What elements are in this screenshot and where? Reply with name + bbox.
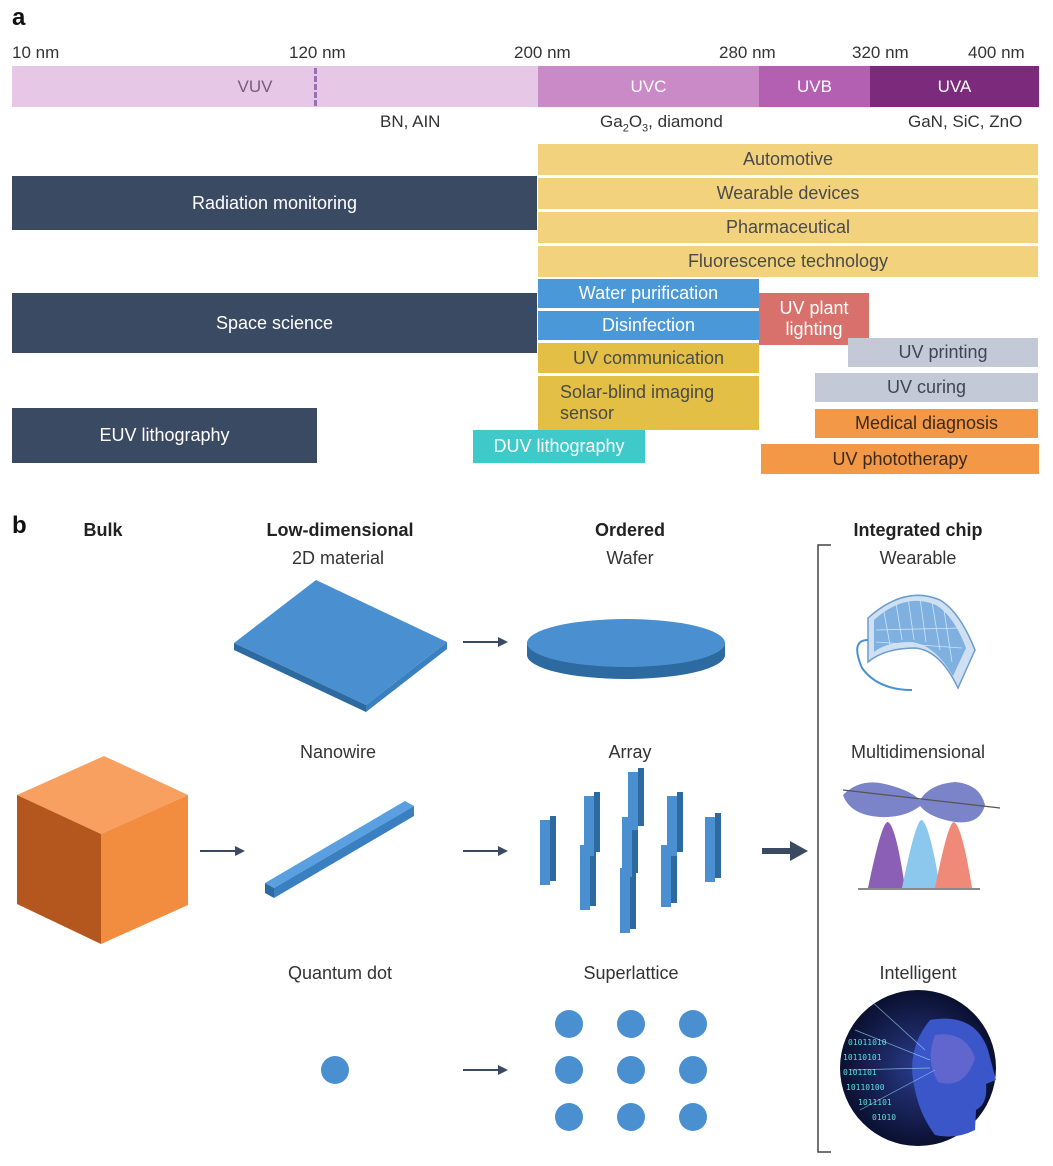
intelligent-brain-icon: 01011010 10110101 0101101 10110100 10111…	[840, 990, 996, 1146]
app-automotive: Automotive	[538, 144, 1038, 175]
column-low-dimensional: Low-dimensional	[266, 520, 414, 540]
band-uvb-label: UVB	[797, 76, 832, 96]
quantum-dot-icon	[321, 1056, 349, 1084]
app-uv-communication: UV communication	[538, 343, 759, 373]
multidimensional-icon	[842, 782, 1001, 890]
panel-a-label: a	[12, 4, 26, 31]
label-intelligent: Intelligent	[879, 963, 957, 983]
band-uva-label: UVA	[937, 76, 972, 96]
app-space-science: Space science	[12, 293, 537, 353]
label-array: Array	[608, 742, 652, 762]
nanowire-icon	[265, 801, 414, 898]
label-wafer: Wafer	[606, 548, 654, 568]
app-water-purification: Water purification	[538, 279, 759, 308]
band-uva: UVA	[870, 66, 1039, 107]
code-line-1: 01011010	[848, 1038, 887, 1047]
superlattice-icon	[555, 1010, 707, 1131]
vuv-120nm-divider	[314, 68, 317, 106]
arrow-icon	[200, 637, 508, 1075]
band-uvb: UVB	[759, 66, 870, 107]
tick-200nm: 200 nm	[514, 43, 571, 62]
2d-material-icon	[234, 580, 447, 712]
label-multidimensional: Multidimensional	[850, 742, 986, 762]
code-line-3: 0101101	[843, 1068, 877, 1077]
band-vuv: VUV	[12, 66, 538, 107]
label-quantum-dot: Quantum dot	[287, 963, 393, 983]
app-fluorescence: Fluorescence technology	[538, 246, 1038, 277]
band-vuv-label: VUV	[237, 76, 273, 96]
label-2d-material: 2D material	[291, 548, 385, 568]
app-radiation-monitoring: Radiation monitoring	[12, 176, 537, 230]
material-vuv: BN, AIN	[380, 112, 441, 131]
band-uvc-label: UVC	[630, 76, 667, 96]
app-medical-diagnosis: Medical diagnosis	[815, 409, 1038, 438]
column-integrated-chip: Integrated chip	[853, 520, 983, 540]
band-uvc: UVC	[538, 66, 759, 107]
bulk-cube-icon	[17, 756, 188, 944]
wearable-chip-icon	[856, 594, 976, 691]
tick-120nm: 120 nm	[289, 43, 346, 62]
app-pharmaceutical: Pharmaceutical	[538, 212, 1038, 243]
array-icon	[540, 768, 721, 933]
app-uv-printing: UV printing	[848, 338, 1038, 367]
material-uvc: Ga2O3, diamond	[600, 112, 723, 135]
code-line-4: 10110100	[846, 1083, 885, 1092]
tick-400nm: 400 nm	[968, 43, 1025, 62]
panel-b-label: b	[12, 512, 27, 539]
tick-10nm: 10 nm	[12, 43, 60, 62]
wafer-icon	[527, 619, 725, 679]
app-duv-lithography: DUV lithography	[473, 430, 645, 463]
code-line-5: 1011101	[858, 1098, 892, 1107]
label-wearable: Wearable	[879, 548, 957, 568]
code-line-6: 01010	[872, 1113, 896, 1122]
code-line-2: 10110101	[843, 1053, 882, 1062]
app-uv-curing: UV curing	[815, 373, 1038, 402]
integrated-chip-bracket	[817, 544, 831, 1153]
tick-280nm: 280 nm	[719, 43, 776, 62]
app-uv-plant-lighting: UV plant lighting	[759, 293, 869, 345]
app-solar-blind: Solar-blind imaging sensor	[538, 376, 759, 430]
label-nanowire: Nanowire	[299, 742, 377, 762]
column-ordered: Ordered	[594, 520, 666, 540]
bold-arrow-icon	[762, 841, 808, 861]
app-uv-phototherapy: UV phototherapy	[761, 444, 1039, 474]
tick-320nm: 320 nm	[852, 43, 909, 62]
column-bulk: Bulk	[83, 520, 123, 540]
app-euv-lithography: EUV lithography	[12, 408, 317, 463]
label-superlattice: Superlattice	[583, 963, 679, 983]
app-wearable-devices: Wearable devices	[538, 178, 1038, 209]
app-disinfection: Disinfection	[538, 311, 759, 340]
material-uva: GaN, SiC, ZnO	[908, 112, 1023, 131]
